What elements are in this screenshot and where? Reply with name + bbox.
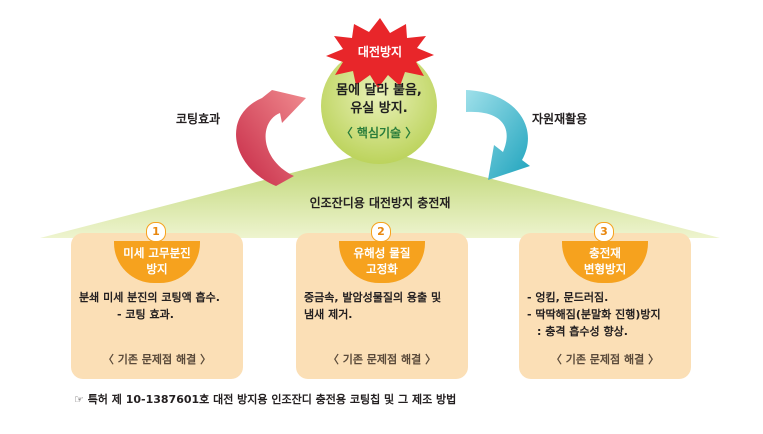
number-badge-2: 2: [371, 222, 391, 242]
card-footer: 〈 기존 문제점 해결 〉: [327, 353, 437, 366]
core-technology-label: 〈 핵심기술 〉: [340, 126, 418, 140]
right-curved-arrow: [466, 90, 530, 180]
card-title-line-1: 유해성 물질: [353, 246, 411, 260]
center-circle: [321, 48, 437, 164]
roof-title: 인조잔디용 대전방지 충전재: [309, 196, 451, 210]
card-title-line-2: 방지: [146, 262, 168, 276]
left-arrow-label: 코팅효과: [176, 112, 221, 126]
card-footer: 〈 기존 문제점 해결 〉: [102, 353, 212, 366]
card-body: 중금속, 발암성물질의 용출 및 냄새 제거.: [304, 289, 460, 323]
card-footer: 〈 기존 문제점 해결 〉: [550, 353, 660, 366]
center-line-2: 유실 방지.: [350, 101, 408, 116]
card-title-line-1: 미세 고무분진: [123, 246, 191, 260]
card-body: 분쇄 미세 분진의 코팅액 흡수. - 코팅 효과.: [79, 289, 235, 323]
card-title-pill: 미세 고무분진 방지: [114, 241, 200, 283]
roof-triangle: [40, 150, 720, 238]
card-title-line-2: 변형방지: [583, 262, 627, 276]
right-arrow-label: 자원재활용: [532, 112, 588, 126]
card-body-line-2: - 코팅 효과.: [117, 308, 174, 321]
card-title-pill: 충전재 변형방지: [562, 241, 648, 283]
left-curved-arrow: [236, 90, 306, 186]
card-deformation-prevention: 충전재 변형방지 - 엉킴, 문드러짐. - 딱딱해짐(분말화 진행)방지 : …: [519, 233, 691, 379]
card-hazardous-fixation: 유해성 물질 고정화 중금속, 발암성물질의 용출 및 냄새 제거. 〈 기존 …: [296, 233, 468, 379]
number-badge-1: 1: [146, 222, 166, 242]
number-badge-3: 3: [594, 222, 614, 242]
card-body-line-1: 분쇄 미세 분진의 코팅액 흡수.: [79, 291, 220, 304]
card-body-line-1: - 엉킴, 문드러짐.: [527, 291, 609, 304]
card-rubber-dust: 미세 고무분진 방지 분쇄 미세 분진의 코팅액 흡수. - 코팅 효과. 〈 …: [71, 233, 243, 379]
card-title-pill: 유해성 물질 고정화: [339, 241, 425, 283]
core-technology-circle: 몸에 달라 붙음, 유실 방지. 〈 핵심기술 〉: [318, 82, 440, 141]
card-body: - 엉킴, 문드러짐. - 딱딱해짐(분말화 진행)방지 : 충격 흡수성 향상…: [527, 289, 683, 340]
card-body-line-2: - 딱딱해짐(분말화 진행)방지: [527, 308, 661, 321]
burst-label: 대전방지: [357, 45, 403, 59]
card-body-line-3: : 충격 흡수성 향상.: [537, 325, 628, 338]
card-body-line-1: 중금속, 발암성물질의 용출 및: [304, 291, 442, 304]
card-body-line-2: 냄새 제거.: [304, 308, 353, 321]
patent-footnote: ☞ 특허 제 10-1387601호 대전 방지용 인조잔디 충전용 코팅칩 및…: [74, 393, 457, 406]
card-title-line-2: 고정화: [366, 262, 398, 276]
center-line-1: 몸에 달라 붙음,: [336, 83, 422, 98]
card-title-line-1: 충전재: [589, 246, 621, 260]
burst-shape: [326, 18, 434, 88]
